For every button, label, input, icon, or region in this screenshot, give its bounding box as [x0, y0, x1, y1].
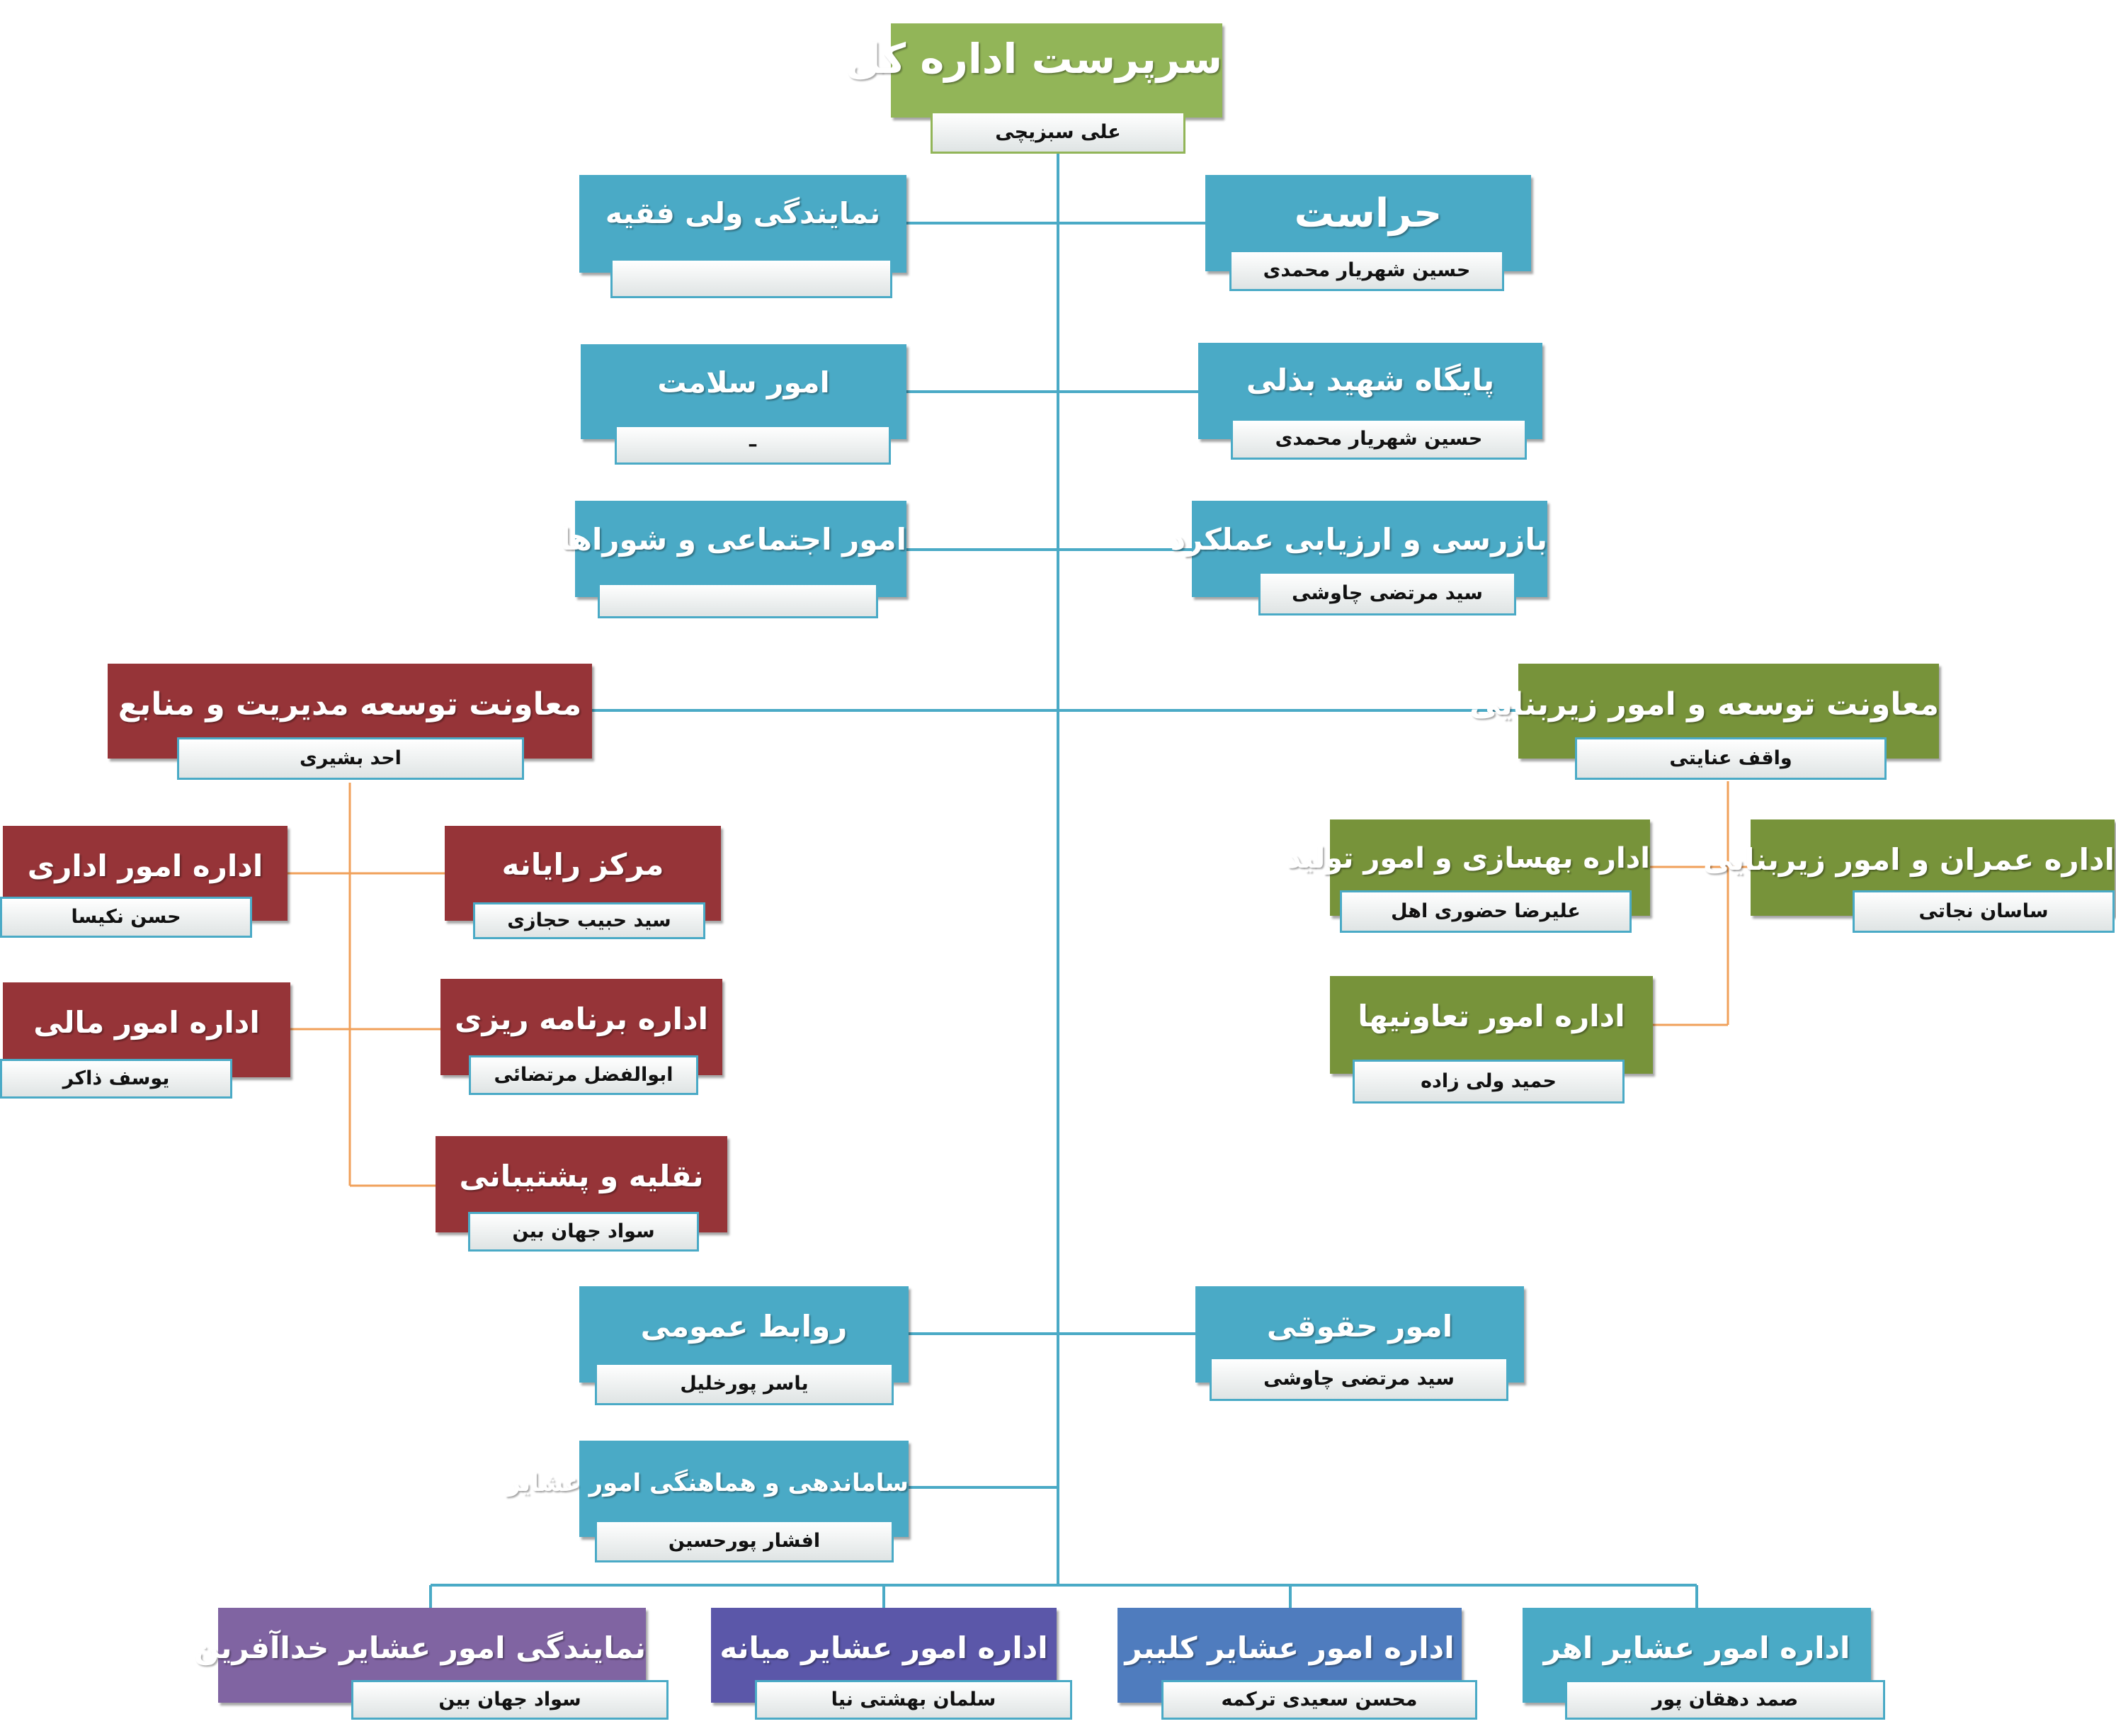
node-deputy-management-title: معاونت توسعه مدیریت و منابع — [118, 686, 582, 722]
node-mianeh-title: اداره امور عشایر میانه — [719, 1630, 1048, 1665]
node-ahar-title: اداره امور عشایر اهر — [1543, 1630, 1850, 1665]
node-health[interactable]: امور سلامت – — [581, 344, 906, 465]
node-health-name: – — [615, 425, 891, 465]
node-khodaafarin[interactable]: نمایندگی امور عشایر خداآفرین سواد جهان ب… — [193, 1608, 669, 1720]
node-health-title: امور سلامت — [657, 365, 830, 399]
node-construction[interactable]: اداره عمران و امور زیربنایی ساسان نجاتی — [1702, 819, 2115, 933]
node-planning-name: ابوالفضل مرتضائی — [469, 1055, 698, 1095]
node-production-title: اداره بهسازی و امور تولید — [1286, 842, 1650, 875]
node-security-name: حسین شهریار محمدی — [1229, 250, 1504, 291]
node-production-name: علیرضا حضوری اهل — [1340, 890, 1632, 933]
node-inspection-name: سید مرتضی چاوشی — [1258, 572, 1516, 615]
node-director-title: سرپرست اداره کل — [845, 35, 1222, 83]
node-production[interactable]: اداره بهسازی و امور تولید علیرضا حضوری ا… — [1286, 819, 1650, 933]
node-planning-title: اداره برنامه ریزی — [454, 1002, 709, 1036]
node-bazl-base-name: حسین شهریار محمدی — [1231, 419, 1527, 460]
node-kaleybar[interactable]: اداره امور عشایر کلیبر محسن سعیدی ترکمه — [1117, 1608, 1477, 1720]
node-planning[interactable]: اداره برنامه ریزی ابوالفضل مرتضائی — [440, 979, 722, 1095]
node-cooperatives-name: حمید ولی زاده — [1353, 1060, 1625, 1104]
node-deputy-management[interactable]: معاونت توسعه مدیریت و منابع احد بشیری — [108, 664, 592, 780]
node-legal-name: سید مرتضی چاوشی — [1210, 1357, 1508, 1401]
node-ahar[interactable]: اداره امور عشایر اهر صمد دهقان پور — [1523, 1608, 1885, 1720]
node-khodaafarin-title: نمایندگی امور عشایر خداآفرین — [193, 1630, 646, 1665]
node-deputy-infrastructure-title: معاونت توسعه و امور زیربنایی — [1469, 686, 1939, 722]
node-social-councils-name — [598, 583, 878, 618]
node-social-councils-title: امور اجتماعی و شوراها — [560, 522, 906, 557]
node-khodaafarin-name: سواد جهان بین — [351, 1680, 669, 1720]
node-mianeh[interactable]: اداره امور عشایر میانه سلمان بهشتی نیا — [711, 1608, 1072, 1720]
node-public-relations-name: یاسر پورخلیل — [595, 1363, 894, 1405]
node-transport-support[interactable]: نقلیه و پشتیبانی سواد جهان بین — [436, 1136, 727, 1252]
node-legal[interactable]: امور حقوقی سید مرتضی چاوشی — [1195, 1286, 1524, 1401]
node-tribal-coordination[interactable]: ساماندهی و هماهنگی امور عشایر افشار پورح… — [506, 1441, 909, 1562]
node-computer-center-title: مرکز رایانه — [501, 847, 664, 882]
node-legal-title: امور حقوقی — [1266, 1309, 1453, 1344]
node-deputy-management-name: احد بشیری — [177, 737, 524, 780]
node-administrative-title: اداره امور اداری — [27, 849, 263, 883]
node-supreme-leader-rep-name — [610, 259, 892, 298]
node-director-name: علی سبزیچی — [931, 111, 1185, 154]
node-transport-support-title: نقلیه و پشتیبانی — [459, 1159, 704, 1193]
node-deputy-infrastructure-name: واقف عنایتی — [1575, 737, 1887, 780]
node-director[interactable]: سرپرست اداره کل علی سبزیچی — [845, 23, 1222, 154]
node-kaleybar-name: محسن سعیدی ترکمه — [1161, 1680, 1477, 1720]
node-construction-name: ساسان نجاتی — [1853, 890, 2115, 933]
node-cooperatives-title: اداره امور تعاونیها — [1358, 999, 1625, 1033]
node-public-relations-title: روابط عمومی — [640, 1309, 848, 1344]
node-bazl-base-title: پایگاه شهید بذلی — [1246, 363, 1495, 397]
node-bazl-base[interactable]: پایگاه شهید بذلی حسین شهریار محمدی — [1198, 343, 1542, 460]
node-financial-title: اداره امور مالی — [33, 1005, 260, 1040]
node-administrative[interactable]: اداره امور اداری حسن نکیسا — [0, 826, 288, 938]
node-inspection-title: بازرسی و ارزیابی عملکرد — [1170, 522, 1547, 557]
node-security-title: حراست — [1294, 191, 1443, 237]
node-financial-name: یوسف ذاکر — [0, 1059, 232, 1099]
node-ahar-name: صمد دهقان پور — [1565, 1680, 1885, 1720]
node-financial[interactable]: اداره امور مالی یوسف ذاکر — [0, 982, 290, 1099]
node-social-councils[interactable]: امور اجتماعی و شوراها — [560, 501, 906, 618]
node-kaleybar-title: اداره امور عشایر کلیبر — [1125, 1630, 1455, 1665]
node-cooperatives[interactable]: اداره امور تعاونیها حمید ولی زاده — [1330, 976, 1653, 1104]
node-inspection[interactable]: بازرسی و ارزیابی عملکرد سید مرتضی چاوشی — [1170, 501, 1547, 615]
node-supreme-leader-rep[interactable]: نمایندگی ولی فقیه — [579, 175, 906, 298]
node-computer-center-name: سید حبیب حجازی — [473, 902, 705, 939]
node-mianeh-name: سلمان بهشتی نیا — [755, 1680, 1072, 1720]
node-public-relations[interactable]: روابط عمومی یاسر پورخلیل — [579, 1286, 909, 1405]
node-construction-title: اداره عمران و امور زیربنایی — [1702, 842, 2115, 877]
node-deputy-infrastructure[interactable]: معاونت توسعه و امور زیربنایی واقف عنایتی — [1469, 664, 1939, 780]
node-administrative-name: حسن نکیسا — [0, 897, 252, 938]
node-computer-center[interactable]: مرکز رایانه سید حبیب حجازی — [445, 826, 721, 939]
node-security[interactable]: حراست حسین شهریار محمدی — [1205, 175, 1531, 291]
node-tribal-coordination-name: افشار پورحسین — [595, 1520, 894, 1562]
node-supreme-leader-rep-title: نمایندگی ولی فقیه — [605, 196, 881, 230]
node-transport-support-name: سواد جهان بین — [468, 1212, 699, 1252]
node-tribal-coordination-title: ساماندهی و هماهنگی امور عشایر — [506, 1469, 909, 1497]
